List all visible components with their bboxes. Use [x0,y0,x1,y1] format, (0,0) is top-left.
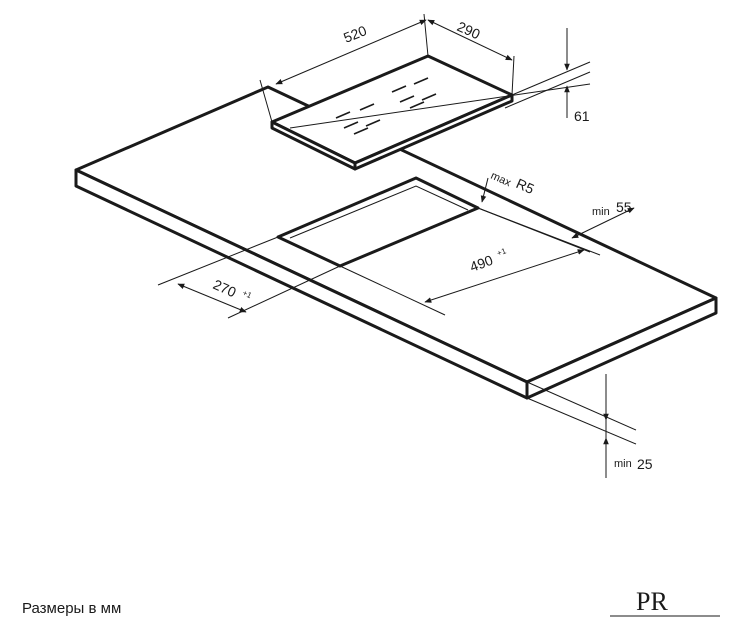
dim-hob-height: 61 [289,28,591,129]
label-clearance-value: 55 [616,199,632,215]
label-hob-height: 61 [574,108,590,124]
label-cutout-length: 490 [468,252,496,275]
label-hob-width: 520 [341,22,369,46]
label-hob-depth: 290 [455,18,483,42]
worktop-side-edge [525,296,718,400]
label-cutout-width: 270 [211,276,239,300]
cutout-inner-wall [289,185,469,239]
label-radius-value: R5 [514,175,537,197]
svg-text:PR: PR [636,587,668,616]
dim-worktop-thickness: min 25 [526,374,653,478]
units-caption: Размеры в мм [22,600,122,617]
burner-mark-front [335,103,381,135]
label-clearance-prefix: min [592,206,610,218]
label-thickness-prefix: min [614,458,632,470]
dim-cutout-length: 490 +1 [339,207,591,316]
label-cutout-length-tol: +1 [496,246,508,258]
label-thickness-value: 25 [637,456,653,472]
label-radius-prefix: max [489,170,513,190]
label-cutout-width-tol: +1 [241,288,253,300]
hob-plate-side-edge [353,93,514,171]
brand-logo: PR [610,587,720,617]
